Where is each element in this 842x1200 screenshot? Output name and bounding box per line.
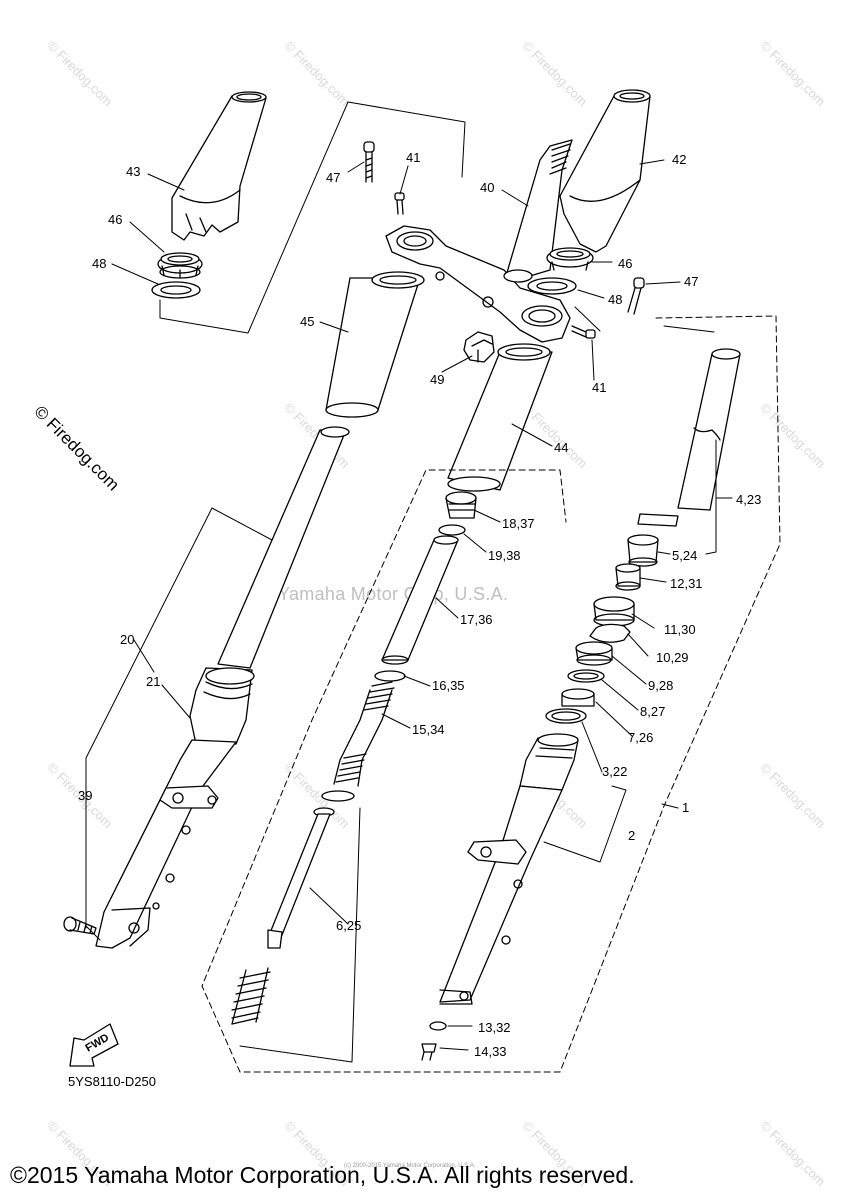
left-group-lines — [85, 507, 273, 941]
callout-20: 20 — [120, 632, 134, 647]
damper-rod — [231, 790, 355, 1025]
drain-washer — [429, 1021, 447, 1031]
copyright-footer: ©2015 Yamaha Motor Corporation, U.S.A. A… — [10, 1162, 635, 1188]
guide-bushing — [615, 563, 641, 591]
fwd-arrow-icon: FWD — [69, 1023, 119, 1067]
upper-bolt — [363, 141, 375, 183]
callout-11-30: 11,30 — [664, 622, 696, 637]
callout-41: 41 — [406, 150, 420, 165]
callout-47: 47 — [684, 274, 698, 289]
seal-washer — [567, 669, 605, 683]
cap-bolt — [445, 491, 477, 519]
left-fork-assembly — [95, 426, 350, 949]
left-washer — [151, 281, 201, 299]
oil-seal — [575, 641, 613, 666]
callout-13-32: 13,32 — [478, 1020, 511, 1035]
callout-12-31: 12,31 — [670, 576, 703, 591]
left-ring-nut — [157, 252, 203, 279]
callout-49: 49 — [430, 372, 444, 387]
callout-16-35: 16,35 — [432, 678, 465, 693]
callout-2: 2 — [628, 828, 635, 843]
callout-21: 21 — [146, 674, 160, 689]
dust-seal — [593, 596, 635, 627]
callout-48: 48 — [608, 292, 622, 307]
callout-45: 45 — [300, 314, 314, 329]
right-ring-nut — [546, 247, 594, 271]
callout-48: 48 — [92, 256, 106, 271]
callout-42: 42 — [672, 152, 686, 167]
right-washer — [527, 277, 577, 295]
callout-6-25: 6,25 — [336, 918, 361, 933]
small-bolt-top — [394, 192, 405, 215]
under-bracket-stem — [385, 139, 573, 343]
bottom-bolt — [421, 1043, 437, 1061]
callout-46: 46 — [618, 256, 632, 271]
outer-ring — [545, 708, 587, 724]
inner-tube — [637, 348, 741, 527]
callout-41: 41 — [592, 380, 606, 395]
callout-5-24: 5,24 — [672, 548, 697, 563]
inner-tube-bracket — [663, 325, 717, 555]
callout-47: 47 — [326, 170, 340, 185]
callout-46: 46 — [108, 212, 122, 227]
callout-17-36: 17,36 — [460, 612, 493, 627]
callout-19-38: 19,38 — [488, 548, 521, 563]
callout-44: 44 — [554, 440, 568, 455]
watermark-yamaha: Yamaha Motor Corp, U.S.A. — [278, 584, 509, 604]
upper-tube-sleeve — [325, 271, 425, 418]
left-fork-cover — [171, 91, 267, 241]
retaining-clip — [589, 623, 631, 643]
callout-7-26: 7,26 — [628, 730, 653, 745]
callout-43: 43 — [126, 164, 140, 179]
slide-bushing — [627, 534, 659, 567]
callout-40: 40 — [480, 180, 494, 195]
callout-8-27: 8,27 — [640, 704, 665, 719]
inner-group-lines — [239, 807, 361, 1063]
callout-14-33: 14,33 — [474, 1044, 507, 1059]
outer-bushing — [561, 688, 595, 707]
upper-assembly-bracket — [159, 101, 601, 334]
callout-39: 39 — [78, 788, 92, 803]
diagram-code: 5YS8110-D250 — [68, 1074, 156, 1089]
callout-1: 1 — [682, 800, 689, 815]
small-bolt-right — [571, 325, 596, 339]
stem-nut — [463, 331, 495, 363]
spacer-pipe — [381, 535, 459, 665]
callout-15-34: 15,34 — [412, 722, 445, 737]
callout-18-37: 18,37 — [502, 516, 535, 531]
spring-seat-washer — [374, 670, 406, 682]
right-bolt — [627, 277, 645, 315]
o-ring — [438, 524, 466, 536]
leader-lines — [111, 159, 733, 1051]
outer-tube-bracket — [543, 785, 627, 863]
outer-tube-right — [439, 733, 579, 1005]
small-copyright: (c) 2000-2015 Yamaha Motor Corporation, … — [344, 1163, 476, 1169]
callout-10-29: 10,29 — [656, 650, 689, 665]
right-group-boundary — [201, 315, 781, 1073]
callout-9-28: 9,28 — [648, 678, 673, 693]
callout-3-22: 3,22 — [602, 764, 627, 779]
right-fork-cover — [559, 89, 651, 253]
callout-4-23: 4,23 — [736, 492, 761, 507]
right-tube-sleeve — [447, 343, 553, 492]
fork-spring — [333, 681, 395, 787]
